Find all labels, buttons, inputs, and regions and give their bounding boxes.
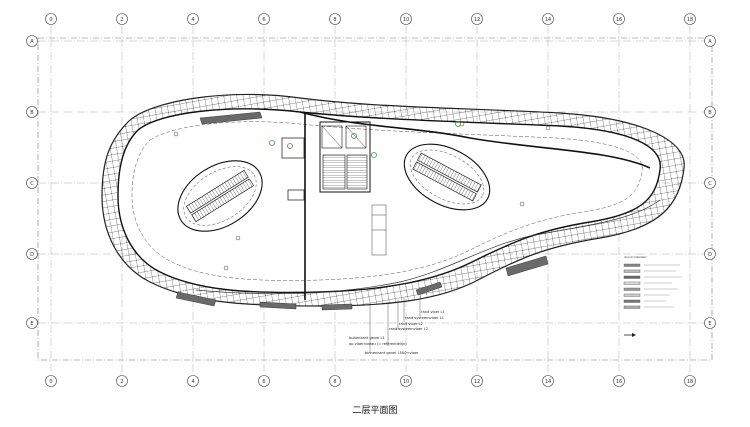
grid-label: 14 xyxy=(545,379,551,385)
row-bubble-left-A: A xyxy=(26,35,38,47)
fixture-markers xyxy=(269,121,461,158)
section-arrow-marker xyxy=(624,333,636,337)
column-bubble-top-14: 14 xyxy=(542,13,554,25)
grid-label: 10 xyxy=(403,379,409,385)
annotation-buitenkant-gevel-l1: buitenkant gevel L1 xyxy=(349,336,385,340)
grid-label: 0 xyxy=(49,379,52,385)
drawing-caption: 二层平面图 xyxy=(352,405,397,416)
escalator-right xyxy=(403,143,491,211)
column-bubble-top-18: 18 xyxy=(684,13,696,25)
row-grid-bubbles: A A B B C C D D E E xyxy=(26,35,716,329)
annotation-rand-systeemvloer-l1: rand systeemvloer L1 xyxy=(405,316,444,320)
row-bubble-left-D: D xyxy=(26,248,38,260)
column-bubble-top-12: 12 xyxy=(471,13,483,25)
grid-label: 4 xyxy=(191,17,194,23)
grid-label: 6 xyxy=(262,17,265,23)
floor-plate xyxy=(117,108,661,294)
column-bubble-bottom-18: 18 xyxy=(684,375,696,387)
grid-label: B xyxy=(708,110,712,116)
grid-label: 12 xyxy=(474,379,480,385)
grid-label: E xyxy=(708,321,711,327)
row-bubble-right-E: E xyxy=(704,317,716,329)
column-bubble-bottom-14: 14 xyxy=(542,375,554,387)
row-bubble-left-B: B xyxy=(26,106,38,118)
row-bubble-right-B: B xyxy=(704,106,716,118)
grid-label: 10 xyxy=(403,17,409,23)
annotation-rand-systeemvloer-l2: rand systeemvloer L2 xyxy=(389,327,428,331)
column-bubble-bottom-8: 8 xyxy=(329,375,341,387)
row-bubble-left-E: E xyxy=(26,317,38,329)
grid-label: D xyxy=(30,252,34,258)
column-bubble-top-4: 4 xyxy=(187,13,199,25)
column-bubble-top-10: 10 xyxy=(400,13,412,25)
grid-label: C xyxy=(30,181,34,187)
column-bubble-top-16: 16 xyxy=(613,13,625,25)
grid-label: 2 xyxy=(120,17,123,23)
grid-label: A xyxy=(30,39,34,45)
grid-label: E xyxy=(30,321,33,327)
grid-label: 2 xyxy=(120,379,123,385)
grid-label: 18 xyxy=(687,17,693,23)
materials-legend: renvooi materialen xyxy=(623,256,682,309)
row-bubble-right-A: A xyxy=(704,35,716,47)
row-bubble-left-C: C xyxy=(26,177,38,189)
grid-label: 16 xyxy=(616,379,622,385)
column-bubble-bottom-6: 6 xyxy=(258,375,270,387)
column-bubble-top-0: 0 xyxy=(45,13,57,25)
grid-label: A xyxy=(708,39,712,45)
contour-line xyxy=(299,111,651,169)
grid-label: 8 xyxy=(333,17,336,23)
column-bubble-top-8: 8 xyxy=(329,13,341,25)
grid-label: 12 xyxy=(474,17,480,23)
contour-line-lower xyxy=(195,199,661,295)
interior-details xyxy=(173,121,551,271)
annotation-leaders xyxy=(369,296,421,353)
escalator-left xyxy=(177,160,263,232)
column-bubble-bottom-0: 0 xyxy=(45,375,57,387)
grid-label: 6 xyxy=(262,379,265,385)
grid-label: 8 xyxy=(333,379,336,385)
stair-core xyxy=(281,121,371,201)
column-bubble-top-6: 6 xyxy=(258,13,270,25)
column-bubble-bottom-10: 10 xyxy=(400,375,412,387)
grid-label: 16 xyxy=(616,17,622,23)
row-bubble-right-C: C xyxy=(704,177,716,189)
sheet-frame xyxy=(37,37,713,361)
column-bubble-top-2: 2 xyxy=(116,13,128,25)
column-grid-bubbles: 0 0 2 2 4 4 6 6 8 8 10 10 12 12 14 14 16 16 18 18 xyxy=(45,13,696,387)
grid-label: 14 xyxy=(545,17,551,23)
legend-title: renvooi materialen xyxy=(624,256,647,259)
grid-label: 0 xyxy=(49,17,52,23)
facade-dark-panels xyxy=(175,111,549,311)
annotation-binnenkant-gevel: binnenkant gevel 1500+vloer xyxy=(365,351,419,355)
grid-label: D xyxy=(708,252,712,258)
grid-label: 18 xyxy=(687,379,693,385)
annotation-referentielijn: op vloerniveau (= referentielijn) xyxy=(349,342,407,346)
annotation-rand-vloer-l1: rand vloer L1 xyxy=(421,310,445,314)
annotation-rand-vloer-l2: rand vloer L2 xyxy=(399,322,423,326)
column-bubble-bottom-4: 4 xyxy=(187,375,199,387)
row-bubble-right-D: D xyxy=(704,248,716,260)
grid-label: C xyxy=(708,181,712,187)
column-bubble-bottom-2: 2 xyxy=(116,375,128,387)
grid-label: B xyxy=(30,110,34,116)
column-bubble-bottom-12: 12 xyxy=(471,375,483,387)
grid-label: 4 xyxy=(191,379,194,385)
column-bubble-bottom-16: 16 xyxy=(613,375,625,387)
